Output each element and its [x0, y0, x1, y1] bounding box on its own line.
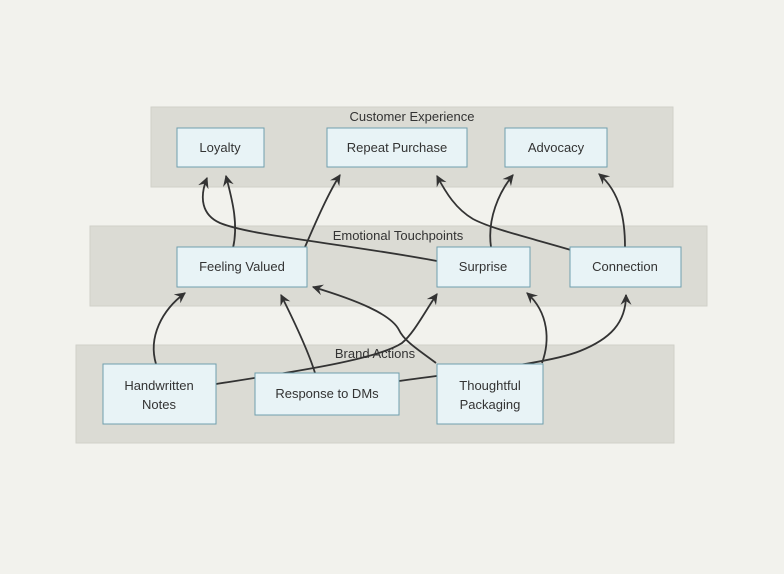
edge-response-to-dms-to-feeling-valued: [280, 294, 316, 374]
node-advocacy: Advocacy: [504, 127, 608, 168]
edge-connection-to-advocacy: [598, 173, 626, 248]
node-repeat-purchase-label: Repeat Purchase: [347, 140, 447, 155]
node-surprise-box: [436, 246, 531, 288]
node-thoughtful-packaging-label-line1: Thoughtful: [459, 378, 521, 393]
edge-thoughtful-packaging-to-surprise: [526, 292, 548, 364]
node-thoughtful-packaging: Thoughtful Packaging: [436, 363, 544, 425]
node-feeling-valued-label: Feeling Valued: [199, 259, 285, 274]
node-advocacy-label: Advocacy: [528, 140, 585, 155]
edge-connection-to-repeat-purchase: [436, 175, 572, 251]
node-handwritten-notes-label-line1: Handwritten: [124, 378, 193, 393]
node-connection: Connection: [569, 246, 682, 288]
edge-feeling-valued-to-repeat-purchase: [304, 174, 341, 248]
node-surprise: Surprise: [436, 246, 531, 288]
edge-thoughtful-packaging-to-feeling-valued: [311, 284, 437, 364]
node-connection-label: Connection: [592, 259, 658, 274]
node-feeling-valued: Feeling Valued: [176, 246, 308, 288]
node-feeling-valued-box: [176, 246, 308, 288]
node-response-to-dms: Response to DMs: [254, 372, 400, 416]
node-handwritten-notes-box: [102, 363, 217, 425]
node-handwritten-notes: Handwritten Notes: [102, 363, 217, 425]
node-loyalty-box: [176, 127, 265, 168]
edge-surprise-to-loyalty: [198, 176, 438, 262]
cluster-emotional-touchpoints-label: Emotional Touchpoints: [333, 228, 464, 243]
node-connection-box: [569, 246, 682, 288]
node-advocacy-box: [504, 127, 608, 168]
node-repeat-purchase: Repeat Purchase: [326, 127, 468, 168]
node-loyalty-label: Loyalty: [199, 140, 241, 155]
edge-handwritten-notes-to-feeling-valued: [152, 292, 186, 365]
cluster-customer-experience-label: Customer Experience: [350, 109, 475, 124]
node-thoughtful-packaging-label-line2: Packaging: [460, 397, 521, 412]
node-response-to-dms-box: [254, 372, 400, 416]
node-thoughtful-packaging-box: [436, 363, 544, 425]
node-surprise-label: Surprise: [459, 259, 507, 274]
edge-surprise-to-advocacy: [489, 174, 514, 248]
node-repeat-purchase-box: [326, 127, 468, 168]
edge-feeling-valued-to-loyalty: [223, 174, 237, 249]
node-loyalty: Loyalty: [176, 127, 265, 168]
node-handwritten-notes-label-line2: Notes: [142, 397, 176, 412]
node-response-to-dms-label: Response to DMs: [275, 386, 379, 401]
